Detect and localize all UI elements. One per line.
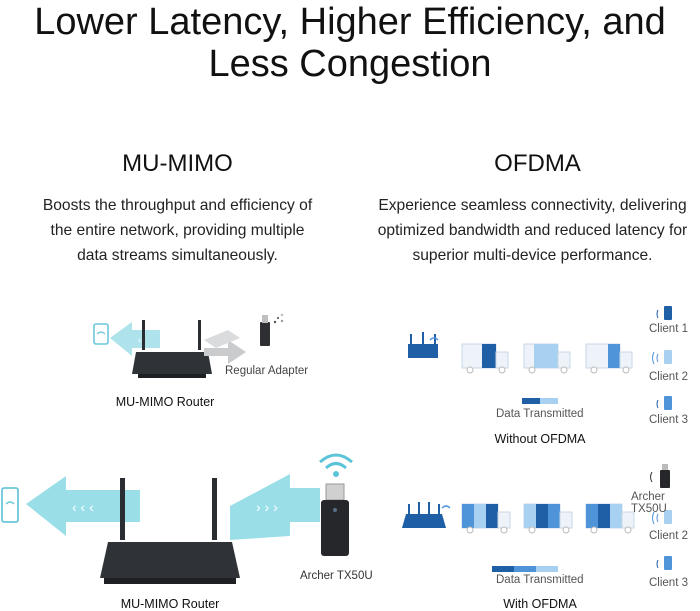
svg-text:‹ ‹ ‹: ‹ ‹ ‹: [72, 499, 94, 515]
router-blue-icon: [408, 332, 439, 358]
mumimo-router-caption-top: MU-MIMO Router: [115, 395, 215, 409]
client-phone-icon: [656, 396, 672, 410]
data-transmitted-bar: [492, 566, 558, 572]
router-blue-icon: [402, 502, 451, 528]
client-phone-icon: [652, 510, 672, 525]
client-phone-icon: [652, 350, 672, 365]
mumimo-desc-line: Boosts the throughput and efficiency of: [42, 197, 313, 214]
svg-text:› › ›: › › ›: [256, 499, 278, 515]
archer-tx50u-small-icon: [650, 464, 670, 488]
client-3-label: Client 3: [649, 414, 688, 426]
mumimo-heading: MU-MIMO: [122, 150, 233, 177]
phone-icon: [1, 487, 19, 523]
truck-icon: [523, 343, 571, 374]
ofdma-desc-line: optimized bandwidth and reduced latency …: [377, 222, 688, 239]
loading-spinner-icon: [273, 313, 284, 324]
archer-tx50u-label: Archer TX50U: [300, 570, 373, 582]
ofdma-desc-line: superior multi-device performance.: [412, 247, 653, 264]
phone-icon: [93, 323, 109, 345]
client-2-label: Client 2: [649, 371, 688, 383]
mumimo-description: Boosts the throughput and efficiency of …: [10, 193, 345, 268]
mumimo-top-illustration: ‹‹: [93, 313, 284, 378]
without-ofdma-illustration: [408, 306, 672, 410]
without-ofdma-caption: Without OFDMA: [494, 432, 586, 446]
client-1-label: Client 1: [649, 323, 688, 335]
client-3-label: Client 3: [649, 577, 688, 589]
beam-left-arrow: ‹‹: [110, 322, 160, 356]
mumimo-bottom-illustration: ‹ ‹ ‹ › › ›: [1, 453, 353, 584]
svg-text:‹‹: ‹‹: [138, 335, 144, 345]
truck-icon: [523, 503, 573, 534]
beam-right-arrow-grey: [204, 330, 246, 364]
beam-right-arrow: › › ›: [230, 474, 320, 540]
truck-icon: [585, 503, 635, 534]
with-ofdma-caption: With OFDMA: [503, 597, 577, 611]
ofdma-desc-line: Experience seamless connectivity, delive…: [378, 197, 687, 214]
regular-adapter-label: Regular Adapter: [225, 365, 309, 377]
page-title-line2: Less Congestion: [208, 43, 492, 85]
data-transmitted-label: Data Transmitted: [496, 574, 584, 586]
beam-left-arrow: ‹ ‹ ‹: [26, 476, 140, 536]
client-2-label: Client 2: [649, 530, 688, 542]
ofdma-heading: OFDMA: [494, 150, 581, 177]
mumimo-desc-line: the entire network, providing multiple: [50, 222, 305, 239]
usb-adapter-icon: [260, 315, 270, 346]
with-ofdma-illustration: [402, 464, 672, 572]
mumimo-desc-line: data streams simultaneously.: [77, 247, 278, 264]
router-small-icon: [132, 320, 212, 378]
archer-tx50u-adapter-icon: [321, 483, 349, 556]
archer-tx50u-ofdma-label: Archer TX50U: [631, 491, 667, 515]
truck-icon: [461, 343, 509, 374]
data-transmitted-label: Data Transmitted: [496, 408, 584, 420]
wifi-signal-icon: [319, 453, 353, 477]
mumimo-router-caption-bottom: MU-MIMO Router: [120, 597, 220, 611]
data-transmitted-bar: [522, 398, 558, 404]
page-title-line1: Lower Latency, Higher Efficiency, and: [34, 1, 666, 43]
client-phone-icon: [656, 556, 672, 570]
ofdma-description: Experience seamless connectivity, delive…: [365, 193, 700, 268]
truck-icon: [585, 343, 633, 374]
truck-icon: [461, 503, 511, 534]
client-phone-icon: [656, 306, 672, 320]
router-large-icon: [100, 478, 240, 584]
